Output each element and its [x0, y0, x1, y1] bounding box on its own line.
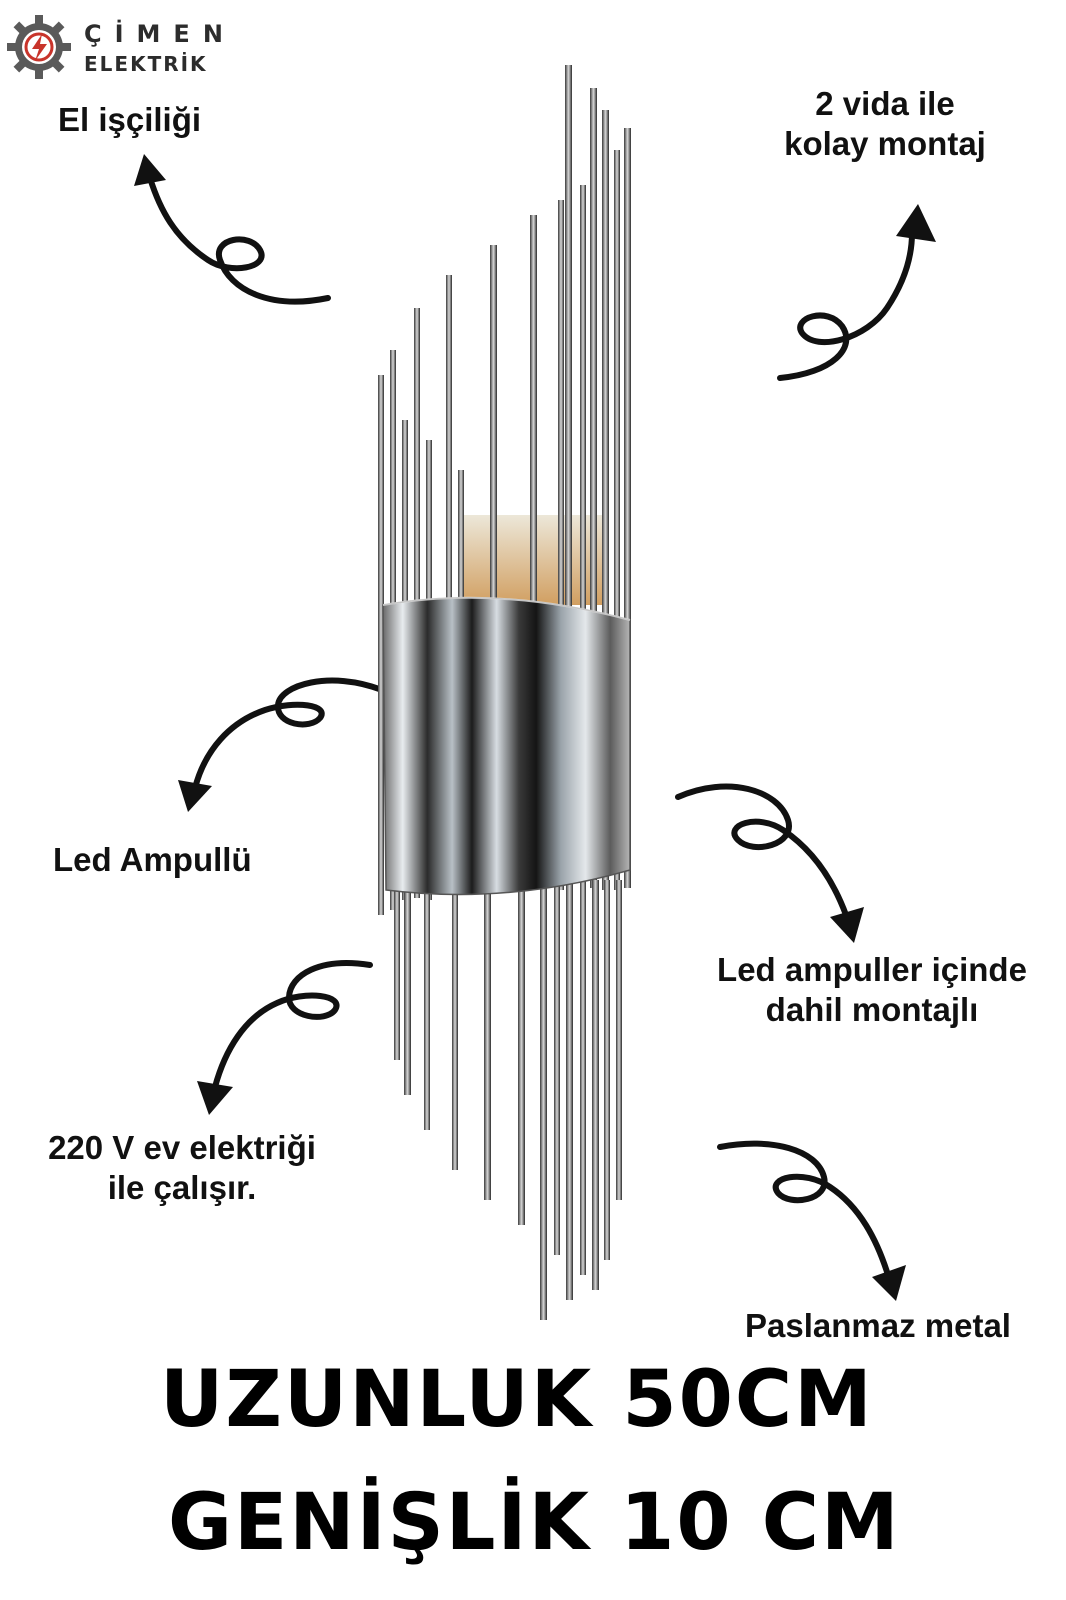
curly-arrow-icon	[178, 677, 385, 812]
wall-lamp-image	[378, 65, 631, 1320]
brand-logo: ÇİMEN ELEKTRİK	[4, 12, 224, 87]
feature-mount-line1: 2 vida ile	[815, 85, 955, 122]
feature-led: Led Ampullü	[53, 841, 252, 878]
feature-mount-line2: kolay montaj	[784, 125, 986, 162]
curly-arrow-icon	[777, 204, 936, 381]
brand-name-top: ÇİMEN	[84, 20, 236, 48]
feature-mount: 2 vida ile kolay montaj	[760, 84, 1010, 164]
feature-material: Paslanmaz metal	[745, 1307, 1011, 1344]
feature-voltage-line1: 220 V ev elektriği	[48, 1129, 316, 1166]
feature-handmade: El işçiliği	[58, 101, 202, 138]
brand-name-bottom: ELEKTRİK	[84, 52, 208, 76]
curly-arrow-icon	[717, 1140, 906, 1301]
feature-led-included-line2: dahil montajlı	[765, 991, 979, 1028]
curly-arrow-icon	[197, 960, 373, 1115]
gear-lightning-icon	[7, 15, 71, 79]
feature-led-included: Led ampuller içinde dahil montajlı	[692, 950, 1052, 1030]
curly-arrow-icon	[675, 783, 864, 943]
feature-led-included-line1: Led ampuller içinde	[717, 951, 1027, 988]
curly-arrow-icon	[134, 154, 331, 305]
dimension-length: UZUNLUK 50CM	[160, 1355, 874, 1445]
dimension-width: GENİŞLİK 10 CM	[168, 1478, 901, 1568]
feature-voltage-line2: ile çalışır.	[107, 1169, 257, 1206]
feature-voltage: 220 V ev elektriği ile çalışır.	[22, 1128, 342, 1208]
